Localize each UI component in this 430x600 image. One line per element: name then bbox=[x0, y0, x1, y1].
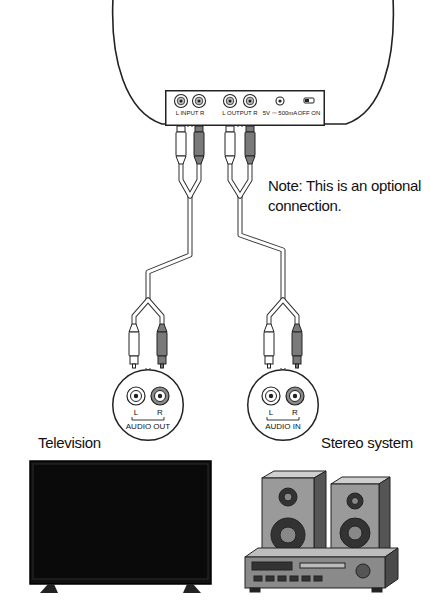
audio-in-jacks: L R AUDIO IN bbox=[247, 369, 319, 441]
audio-cable bbox=[240, 126, 283, 369]
rca-plugs-lower bbox=[129, 324, 302, 368]
note-text: Note: This is an optional connection. bbox=[268, 176, 426, 215]
television-illustration bbox=[30, 461, 211, 593]
device-label: Stereo system bbox=[321, 433, 413, 453]
port-label: OFF ON bbox=[298, 110, 321, 117]
stereo-illustration bbox=[245, 471, 398, 592]
jack-label: AUDIO IN bbox=[265, 422, 301, 431]
port-label: L INPUT R bbox=[176, 110, 205, 117]
cable-core bbox=[148, 126, 190, 369]
cable-core bbox=[240, 126, 283, 369]
jack-label: R bbox=[292, 408, 298, 417]
jack-label: AUDIO OUT bbox=[126, 422, 170, 431]
rca-plugs-upper bbox=[176, 126, 255, 164]
port-label: L OUTPUT R bbox=[222, 110, 257, 117]
jack-label: R bbox=[157, 408, 163, 417]
connection-panel: L INPUT R L OUTPUT R 5V ⎓ 500mAOFF ON bbox=[165, 90, 325, 126]
panel-outline bbox=[165, 90, 325, 126]
audio-out-jacks: L R AUDIO OUT bbox=[112, 369, 184, 441]
cable-split-gap bbox=[143, 127, 289, 368]
device-label: Television bbox=[38, 433, 101, 453]
jack-label: L bbox=[134, 408, 138, 417]
speaker-body bbox=[113, 0, 394, 124]
audio-cable bbox=[148, 126, 190, 369]
jack-label: L bbox=[269, 408, 273, 417]
port-label: 5V ⎓ 500mA bbox=[263, 110, 298, 117]
